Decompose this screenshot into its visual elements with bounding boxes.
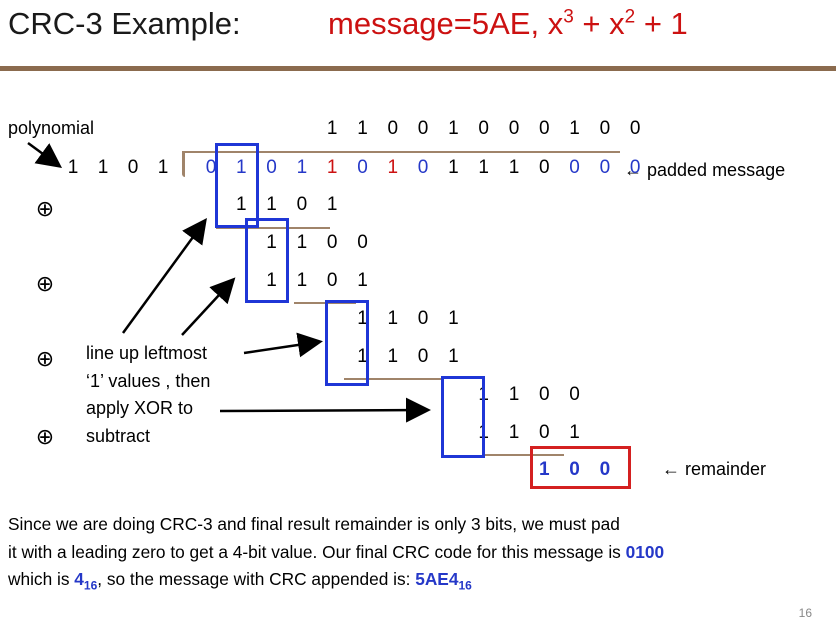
bit-digit: 0 — [296, 194, 308, 215]
bit-digit: 1 — [478, 157, 489, 178]
bit-digit: 0 — [539, 118, 550, 139]
bit-digit: 1 — [357, 118, 368, 139]
bit-digit: 1 — [357, 346, 368, 367]
header-rule — [0, 66, 836, 71]
xor-symbol: ⊕ — [35, 196, 55, 221]
remainder-label: ← remainder — [662, 459, 767, 479]
bit-digit: 1 — [448, 346, 459, 367]
division-bracket — [182, 151, 185, 177]
bit-digit: 0 — [417, 118, 429, 139]
bit-digit: 1 — [157, 157, 169, 178]
bit-digit: 1 — [357, 270, 368, 291]
bit-digit: 1 — [569, 422, 580, 443]
bit-digit: 1 — [448, 157, 459, 178]
bit-digit: 0 — [599, 118, 611, 139]
page-number: 16 — [798, 606, 812, 620]
bit-digit: 0 — [417, 308, 429, 329]
xor-result-line — [482, 454, 564, 456]
xor-result-line — [216, 227, 330, 229]
bit-digit: 1 — [508, 422, 520, 443]
bit-digit: 0 — [326, 270, 338, 291]
annotation-line: line up leftmost — [86, 343, 208, 363]
bit-digit: 1 — [387, 308, 399, 329]
bit-digit: 1 — [357, 308, 368, 329]
bit-digit: 1 — [67, 157, 79, 178]
annotation-line: subtract — [86, 425, 151, 446]
bit-digit: 1 — [387, 346, 399, 367]
bit-digit: 0 — [205, 157, 217, 178]
alignment-box — [245, 218, 289, 303]
bit-digit: 1 — [326, 157, 338, 178]
bit-digit: 1 — [236, 157, 247, 178]
annotation-arrow — [243, 332, 323, 358]
bit-digit: 1 — [539, 459, 550, 480]
xor-symbol: ⊕ — [35, 424, 55, 449]
bit-digit: 1 — [326, 118, 338, 139]
explanation-line: it with a leading zero to get a 4-bit va… — [8, 541, 665, 562]
bit-digit: 0 — [539, 384, 550, 405]
alignment-box — [325, 300, 369, 386]
annotation-arrow — [121, 217, 207, 334]
bit-digit: 1 — [296, 270, 308, 291]
title-polynomial: message=5AE, x3 + x2 + 1 — [328, 6, 688, 41]
bit-digit: 0 — [417, 346, 429, 367]
bit-digit: 0 — [417, 157, 429, 178]
annotation-arrow — [181, 277, 236, 336]
bit-digit: 0 — [569, 384, 580, 405]
bit-digit: 1 — [387, 157, 399, 178]
bit-digit: 0 — [569, 157, 580, 178]
polynomial-arrow — [27, 141, 63, 168]
division-bar — [184, 151, 620, 153]
bit-digit: 0 — [326, 232, 338, 253]
bit-digit: 0 — [539, 157, 550, 178]
bit-digit: 0 — [357, 232, 368, 253]
bit-digit: 1 — [266, 270, 277, 291]
bit-digit: 0 — [266, 157, 277, 178]
bit-digit: 1 — [296, 157, 308, 178]
bit-digit: 1 — [569, 118, 580, 139]
bit-digit: 1 — [97, 157, 109, 178]
bit-digit: 0 — [539, 422, 550, 443]
bit-digit: 1 — [266, 232, 277, 253]
bit-digit: 1 — [236, 194, 247, 215]
xor-result-line — [344, 378, 444, 380]
bit-digit: 0 — [599, 459, 611, 480]
polynomial-label: polynomial — [8, 118, 95, 138]
bit-digit: 1 — [508, 157, 520, 178]
bit-digit: 0 — [508, 118, 520, 139]
bit-digit: 1 — [448, 308, 459, 329]
annotation-arrow — [219, 397, 431, 423]
bit-digit: 1 — [296, 232, 308, 253]
padded-message-label: ← padded message — [624, 160, 786, 180]
explanation-text: Since we are doing CRC-3 and final resul… — [8, 511, 664, 600]
alignment-box — [215, 143, 259, 228]
alignment-box — [441, 376, 485, 458]
bit-digit: 1 — [266, 194, 277, 215]
remainder-box — [530, 446, 631, 489]
bit-digit: 0 — [127, 157, 139, 178]
annotation-line: ‘1’ values , then — [86, 370, 211, 391]
bit-digit: 1 — [448, 118, 459, 139]
bit-digit: 0 — [387, 118, 399, 139]
explanation-line: which is 416, so the message with CRC ap… — [8, 569, 472, 593]
slide-title: CRC-3 Example: — [8, 6, 241, 41]
bit-digit: 1 — [326, 194, 338, 215]
bit-digit: 0 — [569, 459, 580, 480]
bit-digit: 0 — [629, 157, 641, 178]
bit-digit: 0 — [478, 118, 489, 139]
xor-symbol: ⊕ — [35, 346, 55, 371]
explanation-line: Since we are doing CRC-3 and final resul… — [8, 514, 620, 534]
bit-digit: 0 — [357, 157, 368, 178]
alignment-annotation: line up leftmost ‘1’ values , then apply… — [86, 340, 210, 450]
xor-symbol: ⊕ — [35, 271, 55, 296]
annotation-line: apply XOR to — [86, 398, 194, 418]
bit-digit: 0 — [599, 157, 611, 178]
bit-digit: 1 — [508, 384, 520, 405]
bit-digit: 0 — [629, 118, 641, 139]
